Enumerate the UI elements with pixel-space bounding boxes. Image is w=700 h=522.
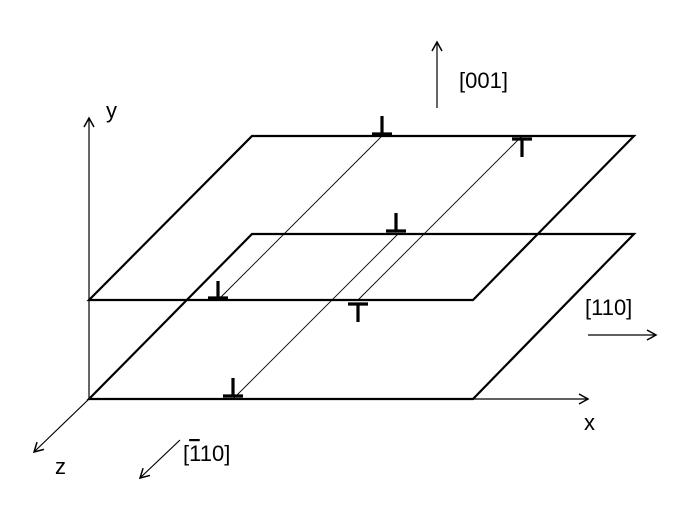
upper-plane — [86, 134, 637, 302]
y-axis-label: y — [106, 98, 117, 123]
z-axis-label: z — [55, 454, 66, 479]
dislocation-symbol-mid-right — [348, 302, 368, 322]
dislocation-line-2 — [357, 135, 523, 301]
x-axis-label: x — [584, 410, 595, 435]
dislocation-symbol-lower-top — [386, 213, 406, 233]
direction-arrow-bar110 — [138, 439, 181, 480]
dislocation-symbol-lower-bottom — [223, 378, 243, 398]
dislocation-symbol-top-1 — [372, 116, 392, 136]
direction-label-110: [110] — [585, 295, 632, 320]
dislocation-line-3 — [232, 233, 399, 400]
z-axis — [32, 398, 90, 454]
direction-label-bar110: [110] — [183, 441, 230, 466]
dislocation-symbol-mid-left — [208, 281, 228, 300]
dislocation-line-1 — [217, 135, 383, 301]
lower-plane — [86, 232, 637, 401]
dislocation-symbol-top-2 — [512, 137, 532, 157]
direction-label-001: [001] — [459, 68, 508, 93]
